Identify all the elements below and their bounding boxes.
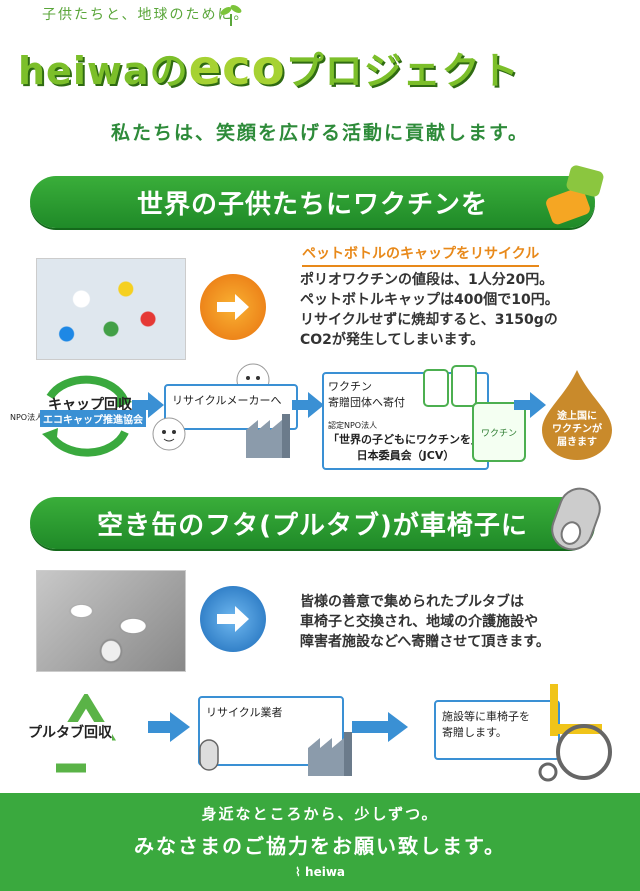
footer: 身近なところから、少しずつ。 みなさまのご協力をお願い致します。 ⌇ heiwa: [0, 793, 640, 891]
section1-banner-text: 世界の子供たちにワクチンを: [136, 189, 488, 220]
npo-name2: 日本委員会（JCV）: [356, 449, 455, 462]
section2-banner: 空き缶のフタ(プルタブ)が車椅子に: [30, 497, 595, 549]
wheelchair-donate-line: 施設等に車椅子を: [442, 710, 530, 723]
section2-desc: 皆様の善意で集められたプルタブは 車椅子と交換され、地域の介護施設や 障害者施設…: [300, 592, 620, 652]
flow-arrow-1: [132, 392, 164, 422]
footer-logo-text: heiwa: [305, 865, 346, 879]
flow-arrow-4: [148, 712, 190, 746]
vaccine-bottle-icon: ワクチン: [472, 402, 526, 462]
flow-arrow-2: [292, 392, 324, 422]
title-eco: eco: [188, 40, 286, 96]
section1-desc-line: ポリオワクチンの値段は、1人分20円。: [300, 272, 554, 288]
cap-collect-title: キャップ回収: [48, 397, 132, 413]
subtitle: 私たちは、笑顔を広げる活動に貢献します。: [110, 122, 530, 144]
footer-line2: みなさまのご協力をお願い致します。: [134, 834, 506, 858]
factory-icon: [244, 410, 294, 464]
vaccine-bottle-icon: [420, 362, 480, 416]
factory-icon: [306, 728, 356, 782]
drop-text-line: 途上国に: [557, 411, 597, 422]
footer-line1: 身近なところから、少しずつ。: [201, 805, 439, 823]
section1-desc-head: ペットボトルのキャップをリサイクル: [302, 243, 540, 267]
recycler-box: リサイクルメーカーへ: [164, 384, 298, 430]
recycler-label: リサイクルメーカーへ: [172, 394, 282, 407]
title-suffix: プロジェクト: [285, 49, 520, 93]
sprout-icon: [218, 2, 244, 32]
cap-collect-org: エコキャップ推進協会: [40, 410, 146, 427]
npo-prefix: 認定NPO法人: [328, 421, 378, 430]
bottle-label: ワクチン: [480, 428, 517, 439]
section2-banner-text: 空き缶のフタ(プルタブ)が車椅子に: [97, 510, 528, 541]
section2-desc-line: 車椅子と交換され、地域の介護施設や: [300, 614, 539, 630]
section2-desc-line: 皆様の善意で集められたプルタブは: [300, 594, 524, 610]
pull-tabs-photo: [36, 570, 186, 672]
donate-line1: ワクチン: [328, 380, 372, 393]
npo-name1: 「世界の子どもにワクチンを」: [328, 433, 482, 446]
flow-arrow-3: [514, 392, 546, 422]
section1-desc-line: ペットボトルキャップは400個で10円。: [300, 292, 559, 308]
logo-icon: ⌇: [294, 865, 301, 879]
bottle-cap-icon: [542, 162, 612, 236]
section1-banner: 世界の子供たちにワクチンを: [30, 176, 595, 228]
pull-tab-icon: [546, 484, 610, 568]
section1-desc-line: CO2が発生してしまいます。: [300, 332, 485, 348]
section2-desc-line: 障害者施設などへ寄贈させて頂きます。: [300, 634, 550, 650]
wheelchair-icon: [532, 672, 624, 788]
orange-arrow-icon: [200, 274, 266, 340]
donation-box: ワクチン 寄贈団体へ寄付 認定NPO法人 「世界の子どもにワクチンを」 日本委員…: [322, 372, 489, 470]
blue-arrow-icon: [200, 586, 266, 652]
donate-line2: 寄贈団体へ寄付: [328, 396, 405, 409]
drop-text-line: ワクチンが: [552, 424, 602, 435]
cap-collect-org-prefix: NPO法人: [10, 413, 44, 422]
recycle-arrows-icon: [30, 372, 140, 466]
drop-text-line: 届きます: [557, 437, 597, 448]
flow-arrow-5: [352, 712, 408, 746]
title-prefix: heiwaの: [18, 49, 189, 93]
section1-desc: ポリオワクチンの値段は、1人分20円。 ペットボトルキャップは400個で10円。…: [300, 270, 600, 350]
caps-photo: [36, 258, 186, 360]
wheelchair-donate-line: 寄贈します。: [442, 726, 507, 739]
recycler2-label: リサイクル業者: [206, 706, 283, 719]
mascot-icon: [144, 414, 194, 460]
page-title: heiwaのecoプロジェクト: [18, 40, 520, 96]
footer-logo: ⌇ heiwa: [0, 865, 640, 879]
drop-text: 途上国に ワクチンが 届きます: [544, 410, 610, 449]
drop-badge: 途上国に ワクチンが 届きます: [540, 368, 614, 460]
wheelchair-donation-box: 施設等に車椅子を 寄贈します。: [434, 700, 560, 760]
pulltab-collect-label: プルタブ回収: [28, 722, 112, 742]
tagline: 子供たちと、地球のために。: [42, 7, 250, 23]
section1-desc-line: リサイクルせずに焼却すると、3150gの: [300, 312, 558, 328]
pull-tab-small-icon: [196, 738, 224, 778]
